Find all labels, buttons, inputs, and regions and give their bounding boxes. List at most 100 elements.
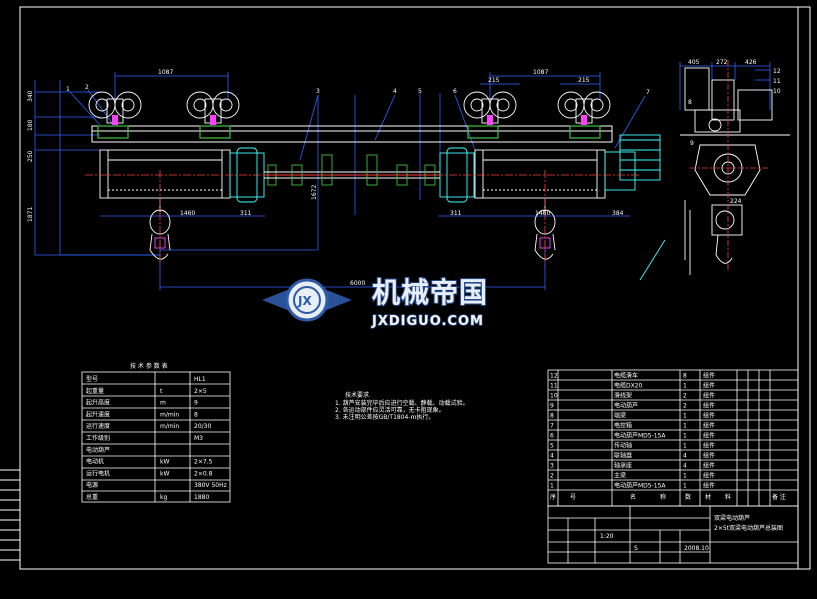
dim-side-24: 224: [730, 198, 742, 205]
parts-cell-7-0: 5: [550, 443, 554, 450]
dim-left-v4: 1871: [27, 207, 34, 222]
side-center-lines: [690, 60, 770, 270]
parts-header-3: 称: [660, 493, 666, 501]
notes-line-2: 2. 各运动部件应灵活可靠，无卡阻现象。: [335, 406, 445, 414]
dim-hoist-left-2: 311: [240, 210, 252, 217]
spec-cell-7-2: 2×7.5: [194, 459, 213, 466]
parts-cell-8-0: 4: [550, 453, 554, 460]
spec-cell-10-0: 总重: [86, 493, 98, 501]
title-sheet: S: [634, 545, 638, 552]
parts-cell-10-0: 2: [550, 473, 554, 480]
parts-cell-4-2: 1: [683, 413, 687, 420]
spec-cell-9-2: 380V 50Hz: [194, 482, 227, 489]
parts-header-1: 号: [570, 494, 576, 501]
parts-cell-6-0: 6: [550, 433, 554, 440]
spec-cell-4-2: 20/30: [194, 423, 211, 430]
dim-span: 6000: [350, 280, 365, 287]
parts-cell-8-2: 4: [683, 453, 687, 460]
spec-cell-3-1: m/min: [160, 411, 179, 418]
dim-mid-v: 1672: [311, 185, 318, 200]
parts-cell-6-1: 电动葫芦MD5-15A: [614, 432, 666, 440]
dim-wheel-a: 215: [488, 77, 500, 84]
parts-cell-0-0: 12: [550, 373, 558, 380]
spec-cell-7-0: 电动机: [86, 458, 104, 466]
spec-cell-5-0: 工作级别: [86, 434, 110, 442]
spec-cell-3-2: 8: [194, 411, 198, 418]
dim-side-2: 272: [716, 59, 728, 66]
dim-hoist-right-3: 384: [612, 210, 624, 217]
parts-cell-10-3: 组件: [703, 472, 715, 480]
dim-side-r1: 12: [773, 68, 781, 75]
parts-cell-0-2: 8: [683, 373, 687, 380]
spec-cell-2-1: m: [160, 400, 166, 407]
watermark-en-text: JXDIGUO.COM: [371, 314, 484, 329]
spec-cell-1-0: 起重量: [86, 387, 104, 395]
parts-cell-0-3: 组件: [703, 372, 715, 380]
watermark: JX 机械帝国 JXDIGUO.COM: [262, 275, 488, 330]
side-texts: 405 272 426 12 11 10 9 8 224: [688, 59, 781, 205]
svg-text:JX: JX: [297, 294, 312, 308]
parts-header-2: 名: [630, 493, 636, 501]
parts-cell-4-1: 端梁: [614, 412, 626, 420]
watermark-cn-text: 机械帝国: [372, 276, 488, 309]
side-view: 405 272 426 12 11 10 9 8 224: [639, 59, 790, 281]
parts-cell-9-0: 3: [550, 463, 554, 470]
notes-title: 技术要求: [345, 391, 369, 399]
side-dimension-lines: [679, 62, 771, 110]
side-structure: [639, 67, 790, 281]
dim-left-v3: 250: [27, 150, 34, 162]
callout-7: 7: [646, 89, 650, 96]
title-drawing-sub: 2×5t双梁电动葫芦总装图: [714, 524, 783, 532]
parts-cell-7-1: 传动轴: [614, 442, 632, 450]
parts-cell-5-1: 电控箱: [614, 422, 632, 430]
spec-cell-1-2: 2×5: [194, 388, 207, 395]
notes-line-3: 3. 未注明公差按GB/T1804-m执行。: [335, 413, 434, 421]
parts-cell-11-2: 1: [683, 483, 687, 490]
parts-cell-9-2: 4: [683, 463, 687, 470]
title-date: 2008.10: [684, 545, 709, 552]
dim-side-8: 8: [688, 99, 692, 106]
parts-cell-2-3: 组件: [703, 392, 715, 400]
callout-numbers: 1 2 3 4 5 6 7: [66, 84, 650, 96]
dim-left-v2: 180: [27, 119, 34, 131]
front-dimension-texts: 1087 1087 215 215 1460 311 311 1460 384 …: [27, 69, 624, 287]
front-view: 1087 1087 215 215 1460 311 311 1460 384 …: [27, 69, 661, 290]
dimension-lines: [34, 72, 646, 290]
dim-side-r2: 11: [773, 78, 781, 85]
dim-side-r3: 10: [773, 88, 781, 95]
parts-cell-8-1: 联轴器: [614, 452, 632, 460]
trolley-wheels: [88, 91, 611, 125]
parts-cell-1-2: 1: [683, 383, 687, 390]
spec-cell-8-1: kW: [160, 470, 169, 477]
parts-cell-10-1: 主梁: [614, 472, 626, 480]
spec-cell-9-0: 电源: [86, 481, 98, 489]
dim-wheel-b: 215: [578, 77, 590, 84]
spec-cell-6-0: 电动葫芦: [86, 446, 110, 454]
parts-cell-3-3: 组件: [703, 402, 715, 410]
title-block: 双梁电动葫芦 2×5t双梁电动葫芦总装图 2008.10 S 1:20: [547, 505, 799, 564]
parts-cell-2-0: 10: [550, 393, 558, 400]
callout-3: 3: [316, 88, 320, 95]
spec-cell-10-1: kg: [160, 494, 167, 501]
dim-top-right: 1087: [533, 69, 548, 76]
callout-1: 1: [66, 86, 70, 93]
callout-4: 4: [393, 88, 397, 95]
dim-hoist-right-2: 1460: [535, 210, 550, 217]
watermark-logo: JX: [262, 278, 352, 322]
parts-cell-7-3: 组件: [703, 442, 715, 450]
parts-header: 序 号 名 称 数 材 料 备 注: [550, 493, 786, 501]
parts-header-7: 备 注: [772, 493, 786, 501]
spec-cell-10-2: 1880: [194, 494, 209, 501]
parts-cell-11-1: 电动葫芦MD5-15A: [614, 482, 666, 490]
parts-cell-3-1: 电动葫芦: [614, 402, 638, 410]
parts-cell-1-3: 组件: [703, 382, 715, 390]
callout-5: 5: [418, 88, 422, 95]
girder-brackets: [97, 125, 601, 139]
dim-hoist-left-1: 1460: [180, 210, 195, 217]
parts-header-0: 序: [550, 493, 556, 501]
spec-cell-7-1: kW: [160, 459, 169, 466]
